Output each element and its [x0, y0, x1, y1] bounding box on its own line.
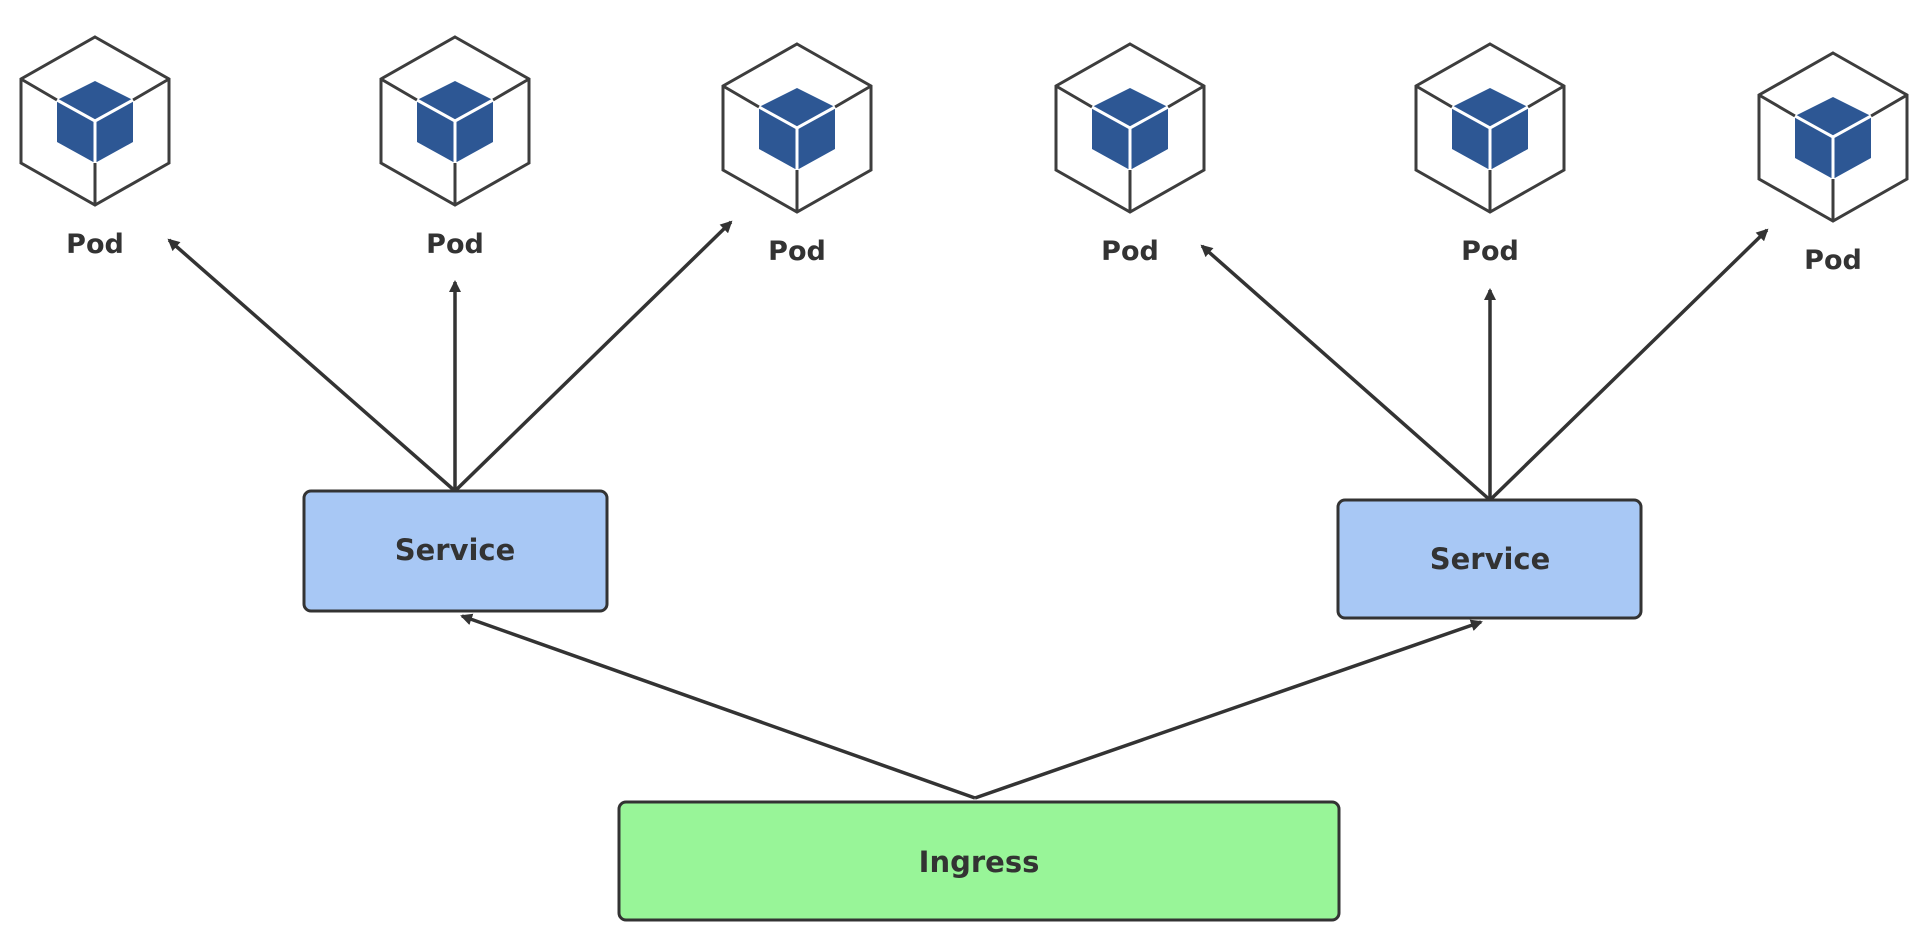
service-node-right: Service: [1336, 498, 1643, 620]
service-label: Service: [1430, 542, 1551, 576]
pod-label: Pod: [66, 229, 124, 260]
cube-icon: [379, 35, 531, 207]
cube-icon: [1757, 51, 1909, 223]
pod-label: Pod: [1804, 245, 1862, 276]
pod-label: Pod: [768, 236, 826, 267]
pod-label: Pod: [1101, 236, 1159, 267]
cube-icon: [19, 35, 171, 207]
arrow-service-left-to-pod-1: [167, 238, 457, 493]
service-label: Service: [395, 533, 516, 567]
pod-node: Pod: [379, 35, 531, 260]
arrows-left: [167, 220, 976, 800]
pod-node: Pod: [721, 42, 873, 267]
cube-icon: [1054, 42, 1206, 214]
pod-label: Pod: [1461, 236, 1519, 267]
arrow-service-right-to-pod-3: [1488, 228, 1769, 502]
arrows-right: [974, 228, 1769, 800]
pod-node: Pod: [19, 35, 171, 260]
arrow-ingress-to-service-left: [460, 613, 976, 800]
pod-label: Pod: [426, 229, 484, 260]
pod-node: Pod: [1414, 42, 1566, 267]
cube-icon: [721, 42, 873, 214]
ingress-label: Ingress: [919, 845, 1040, 879]
pod-node: Pod: [1054, 42, 1206, 267]
pod-node: Pod: [1757, 51, 1909, 276]
service-node-left: Service: [302, 489, 609, 613]
ingress-node: Ingress: [617, 800, 1341, 922]
cube-icon: [1414, 42, 1566, 214]
arrow-service-right-to-pod-1: [1200, 244, 1492, 502]
arrow-ingress-to-service-right: [974, 619, 1483, 800]
arrow-service-left-to-pod-3: [453, 220, 733, 493]
